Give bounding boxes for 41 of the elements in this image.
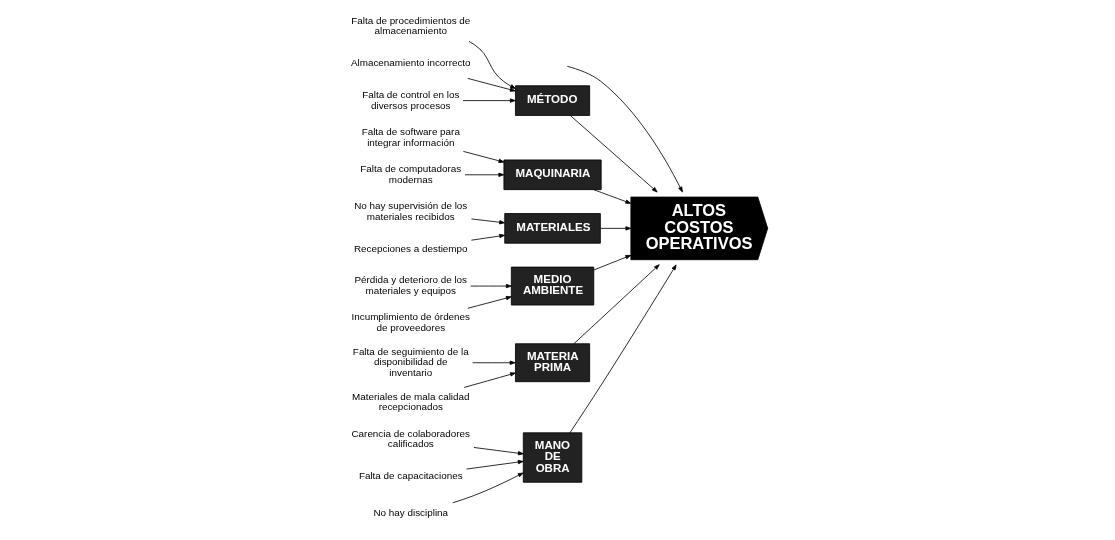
arrow xyxy=(452,472,524,504)
node-text: Recepciones a destiempo xyxy=(353,242,468,254)
arrow xyxy=(471,218,505,225)
node-text: Materiales de mala calidad recepcionados xyxy=(352,390,470,413)
arrow xyxy=(467,77,516,92)
arrow xyxy=(569,264,677,434)
arrow xyxy=(462,151,505,163)
node-box: MÉTODO xyxy=(515,85,591,116)
arrow xyxy=(463,372,516,388)
node-text: Carencia de colaboradores calificados xyxy=(351,427,471,450)
arrow xyxy=(462,98,516,103)
node-text: No hay supervisión de los materiales recibidos xyxy=(354,200,468,222)
node-text: No hay disciplina xyxy=(373,507,449,519)
node-text: Pérdida y deterioro de los materiales y equipos xyxy=(354,274,468,296)
node-text: Falta de control en los diversos procesos xyxy=(362,88,460,111)
arrow xyxy=(593,189,632,204)
arrow xyxy=(566,65,683,193)
node-text: Incumplimiento de órdenes de proveedores xyxy=(351,311,471,334)
arrow xyxy=(593,254,632,271)
node-box: MATERIALES xyxy=(504,213,601,244)
node-text: Falta de software para integrar información xyxy=(361,125,460,148)
arrow xyxy=(471,233,505,241)
node-box: MATERIA PRIMA xyxy=(515,343,591,383)
arrow xyxy=(466,459,524,470)
arrow xyxy=(473,447,524,456)
arrow xyxy=(569,115,658,193)
node-text: Falta de capacitaciones xyxy=(358,470,463,482)
arrow xyxy=(573,264,660,345)
arrow xyxy=(468,40,516,89)
node-text: Falta de procedimientos de almacenamiento xyxy=(351,14,471,37)
arrow xyxy=(464,172,505,177)
node-text: Falta de seguimiento de la disponibilidad de inventario xyxy=(352,345,469,379)
node-box: MAQUINARIA xyxy=(503,159,602,191)
node-box: MANO DE OBRA xyxy=(522,432,583,483)
arrow xyxy=(470,283,512,289)
arrow xyxy=(600,226,632,231)
node-text: Falta de computadoras modernas xyxy=(360,162,462,185)
node-text: Almacenamiento incorrecto xyxy=(350,57,471,69)
arrow xyxy=(472,360,516,365)
arrow xyxy=(467,295,512,309)
node-box: MEDIO AMBIENTE xyxy=(510,266,595,306)
